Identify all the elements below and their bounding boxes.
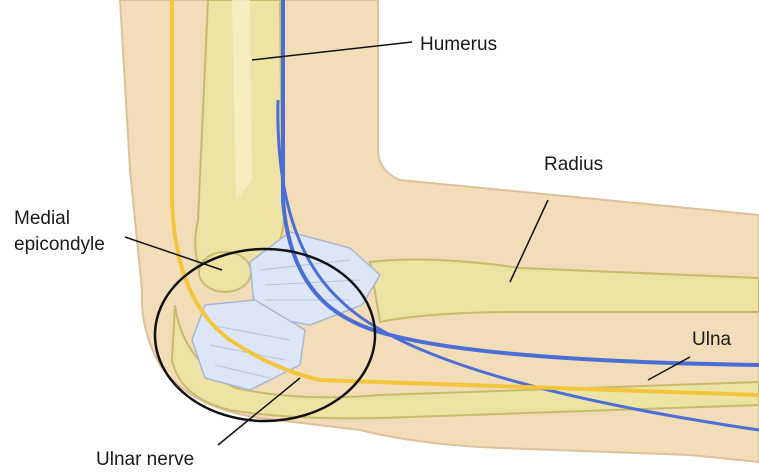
radius-label: Radius (544, 154, 603, 175)
humerus-label: Humerus (420, 34, 497, 55)
medial-epicondyle-label-line2: epicondyle (14, 234, 105, 255)
ulnar-nerve-label: Ulnar nerve (96, 449, 194, 470)
medial-epicondyle-label-line1: Medial (14, 208, 70, 229)
ulna-label: Ulna (692, 329, 732, 350)
medial-epicondyle (199, 252, 251, 292)
